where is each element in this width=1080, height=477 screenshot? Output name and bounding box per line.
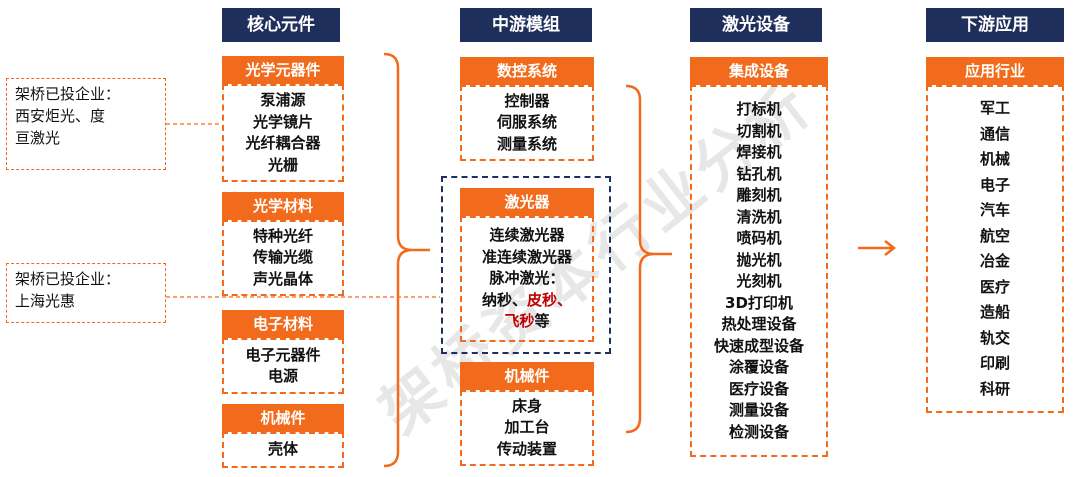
list-item: 控制器 [504, 91, 550, 110]
list-item: 抛光机 [736, 250, 782, 269]
list-item: 3D打印机 [725, 293, 793, 312]
list-item: 光纤耦合器 [245, 134, 321, 152]
list-item: 快速成型设备 [713, 336, 804, 355]
list-item: 检测设备 [728, 422, 789, 441]
investment-note-2: 架桥已投企业： 上海光惠 [6, 263, 166, 323]
list-item: 雕刻机 [736, 186, 782, 204]
note-line: 西安炬光、度 [15, 107, 106, 125]
pulse-femtosecond: 飞秒 [504, 312, 535, 331]
section-header-mechanical: 机械件 [460, 362, 594, 390]
list-item: 涂覆设备 [728, 358, 789, 376]
column-header-core: 核心元件 [222, 8, 340, 42]
note-line: 亘激光 [15, 129, 61, 147]
list-item: 印刷 [979, 354, 1010, 372]
list-item: 喷码机 [736, 229, 782, 247]
section-header-optical-components: 光学元器件 [222, 56, 344, 84]
section-header-integrated-equipment: 集成设备 [690, 57, 828, 85]
list-item-pulse-types-2: 飞秒等 [504, 311, 549, 333]
column-header-midstream: 中游模组 [460, 8, 592, 42]
list-item: 轨交 [979, 328, 1010, 347]
list-item: 科研 [979, 379, 1010, 398]
section-box-optical-components: 泵浦源 光学镜片 光纤耦合器 光栅 [222, 84, 344, 182]
list-item: 焊接机 [736, 143, 782, 161]
list-item: 光刻机 [736, 272, 782, 290]
list-item: 测量系统 [496, 134, 557, 153]
list-item: 打标机 [736, 100, 782, 118]
section-header-laser: 激光器 [460, 188, 594, 216]
list-item: 造船 [979, 303, 1010, 321]
section-header-cnc-system: 数控系统 [460, 57, 594, 85]
list-item: 清洗机 [736, 207, 782, 226]
list-item: 医疗 [979, 277, 1010, 296]
list-item: 脉冲激光： [489, 269, 565, 288]
list-item: 热处理设备 [721, 315, 797, 333]
section-box-laser: 连续激光器 准连续激光器 脉冲激光： 纳秒、皮秒、 飞秒等 [460, 216, 594, 342]
list-item: 军工 [979, 99, 1010, 117]
note-line: 架桥已投企业： [15, 270, 121, 288]
list-item: 电子元器件 [245, 345, 321, 364]
section-header-mechanical-parts: 机械件 [222, 404, 344, 432]
list-item: 传动装置 [496, 439, 557, 458]
section-header-optical-materials: 光学材料 [222, 192, 344, 220]
column-header-downstream: 下游应用 [926, 8, 1064, 42]
note-line: 上海光惠 [15, 292, 76, 310]
list-item: 测量设备 [728, 401, 789, 419]
list-item: 机械 [979, 150, 1010, 168]
list-item: 钻孔机 [736, 164, 782, 183]
list-item: 床身 [511, 396, 542, 415]
list-item: 准连续激光器 [481, 247, 572, 266]
note-line: 架桥已投企业： [15, 85, 121, 103]
laser-highlight-frame [441, 176, 611, 354]
column-header-equipment: 激光设备 [690, 8, 822, 42]
section-box-electronic-materials: 电子元器件 电源 [222, 338, 344, 394]
investment-note-1: 架桥已投企业： 西安炬光、度 亘激光 [6, 78, 166, 170]
section-box-industries: 军工 通信 机械 电子 汽车 航空 冶金 医疗 造船 轨交 印刷 科研 [926, 85, 1064, 413]
section-header-industries: 应用行业 [926, 57, 1064, 85]
section-box-mechanical-parts: 壳体 [222, 432, 344, 468]
list-item: 特种光纤 [252, 226, 313, 245]
list-item: 航空 [979, 226, 1010, 245]
list-item: 声光晶体 [252, 269, 313, 288]
list-item: 冶金 [979, 252, 1010, 270]
list-item: 加工台 [504, 418, 550, 437]
arrow-to-downstream [858, 240, 897, 256]
list-item: 壳体 [267, 440, 298, 459]
section-header-electronic-materials: 电子材料 [222, 310, 344, 338]
list-item: 光学镜片 [252, 112, 313, 131]
list-item: 光栅 [267, 155, 298, 174]
list-item: 伺服系统 [496, 113, 557, 132]
list-item: 泵浦源 [260, 91, 306, 109]
pulse-picosecond: 皮秒、 [527, 290, 573, 309]
bracket-core [383, 52, 413, 468]
pulse-etc: 等 [534, 312, 550, 331]
list-item: 汽车 [979, 201, 1010, 219]
list-item: 传输光缆 [252, 248, 313, 267]
list-item: 通信 [979, 124, 1010, 143]
list-item: 连续激光器 [489, 226, 565, 245]
list-item: 切割机 [736, 121, 782, 140]
section-box-integrated-equipment: 打标机 切割机 焊接机 钻孔机 雕刻机 清洗机 喷码机 抛光机 光刻机 3D打印… [690, 85, 828, 457]
bracket-mid [625, 84, 655, 434]
list-item: 电子 [979, 175, 1010, 194]
section-box-cnc-system: 控制器 伺服系统 测量系统 [460, 85, 594, 161]
list-item: 电源 [267, 367, 298, 385]
section-box-mechanical: 床身 加工台 传动装置 [460, 390, 594, 466]
pulse-nanosecond: 纳秒、 [481, 290, 527, 309]
list-item-pulse-types-1: 纳秒、皮秒、 [482, 290, 572, 312]
section-box-optical-materials: 特种光纤 传输光缆 声光晶体 [222, 220, 344, 296]
list-item: 医疗设备 [728, 379, 789, 398]
